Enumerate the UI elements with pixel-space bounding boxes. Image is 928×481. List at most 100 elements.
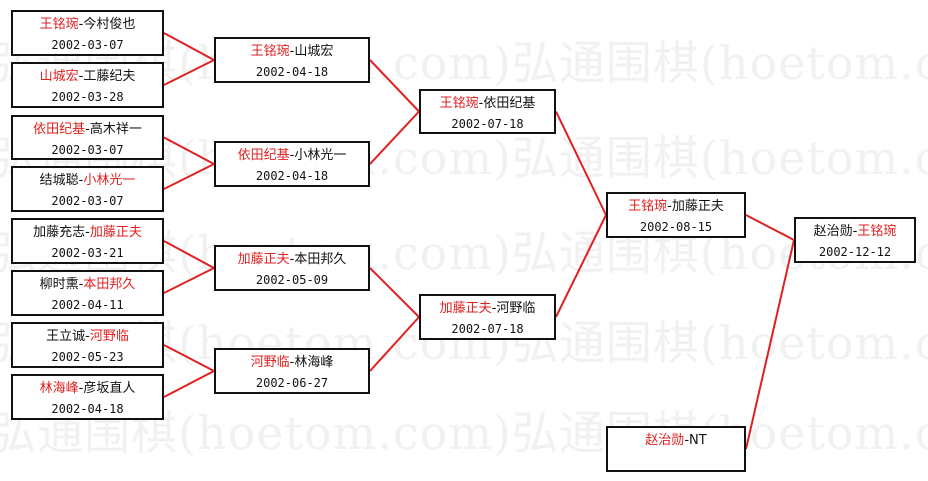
- player-2: 加藤正夫: [671, 199, 724, 214]
- player-2: 小林光一: [83, 173, 136, 188]
- match-players: 加藤充志-加藤正夫: [33, 225, 142, 240]
- player-1: 王立诚: [46, 329, 86, 344]
- player-2: NT: [689, 433, 707, 448]
- player-2: 工藤纪夫: [83, 69, 136, 84]
- player-1: 王铭琬: [439, 96, 479, 111]
- player-2: 山城宏: [294, 44, 334, 59]
- match-date: 2002-04-18: [255, 169, 329, 183]
- match-date: 2002-03-07: [51, 38, 124, 52]
- player-1: 王铭琬: [250, 44, 290, 59]
- player-2: 本田邦久: [83, 277, 136, 292]
- match-date: 2002-07-18: [451, 117, 524, 131]
- player-2: 彦坂直人: [83, 381, 136, 396]
- bracket-connector: [369, 59, 420, 113]
- player-2: 加藤正夫: [89, 225, 142, 240]
- bracket-connector: [163, 32, 215, 61]
- match-box-r1m7: 王立诚-河野临 2002-05-23: [11, 322, 164, 368]
- bracket-connector: [745, 214, 795, 241]
- match-date: 2002-03-28: [51, 90, 124, 104]
- player-1: 王铭琬: [628, 199, 668, 214]
- match-date: 2002-03-07: [51, 194, 124, 208]
- match-players: 加藤正夫-本田邦久: [237, 252, 347, 267]
- match-players: 河野临-林海峰: [250, 355, 334, 370]
- bracket-connector: [163, 59, 215, 86]
- match-box-r1m1: 王铭琬-今村俊也 2002-03-07: [11, 10, 164, 56]
- match-players: 王铭琬-山城宏: [250, 44, 334, 59]
- player-1: 加藤正夫: [439, 301, 492, 316]
- bracket-connector: [555, 111, 607, 216]
- player-1: 柳时熏: [39, 277, 79, 292]
- match-players: 王立诚-河野临: [46, 329, 129, 344]
- player-1: 依田纪基: [237, 148, 290, 163]
- match-box-r1m5: 加藤充志-加藤正夫 2002-03-21: [11, 218, 164, 264]
- bracket-connector: [745, 239, 795, 450]
- player-1: 结城聪: [39, 173, 79, 188]
- match-players: 王铭琬-今村俊也: [39, 17, 136, 32]
- match-players: 赵治勋-NT: [645, 433, 707, 448]
- match-date: 2002-04-18: [51, 402, 124, 416]
- match-date: 2002-06-27: [255, 376, 329, 390]
- bracket-connector: [555, 214, 607, 318]
- match-box-r2m3: 加藤正夫-本田邦久 2002-05-09: [214, 245, 370, 291]
- player-1: 河野临: [250, 355, 290, 370]
- match-date: 2002-04-11: [51, 298, 124, 312]
- match-date: 2002-07-18: [451, 322, 524, 336]
- match-players: 结城聪-小林光一: [39, 173, 136, 188]
- match-players: 赵治勋-王铭琬: [813, 224, 897, 239]
- match-box-r1m2: 山城宏-工藤纪夫 2002-03-28: [11, 62, 164, 108]
- match-box-r2m1: 王铭琬-山城宏 2002-04-18: [214, 37, 370, 83]
- match-players: 林海峰-彦坂直人: [39, 381, 136, 396]
- match-box-r2m2: 依田纪基-小林光一 2002-04-18: [214, 141, 370, 187]
- player-2: 依田纪基: [483, 96, 536, 111]
- bracket-connector: [163, 370, 215, 398]
- player-2: 今村俊也: [83, 17, 136, 32]
- match-box-r3m2: 加藤正夫-河野临 2002-07-18: [419, 294, 556, 340]
- match-players: 王铭琬-依田纪基: [439, 96, 536, 111]
- match-players: 加藤正夫-河野临: [439, 301, 536, 316]
- player-2: 小林光一: [294, 148, 347, 163]
- player-1: 王铭琬: [39, 17, 79, 32]
- player-2: 河野临: [89, 329, 129, 344]
- match-date: 2002-03-21: [51, 246, 124, 260]
- bracket-connector: [369, 316, 420, 372]
- match-box-final: 赵治勋-王铭琬 2002-12-12: [794, 217, 916, 263]
- bracket-connector: [163, 344, 215, 372]
- bracket-connector: [163, 240, 215, 269]
- player-1: 加藤充志: [33, 225, 86, 240]
- player-1: 赵治勋: [645, 433, 685, 448]
- match-date: 2002-03-07: [51, 143, 124, 157]
- bracket-connector: [369, 110, 420, 165]
- match-box-r4m2: 赵治勋-NT: [606, 426, 746, 472]
- bracket-connector: [369, 267, 420, 318]
- player-1: 依田纪基: [33, 122, 86, 137]
- player-2: 本田邦久: [294, 252, 347, 267]
- player-2: 高木祥一: [89, 122, 142, 137]
- match-players: 王铭琬-加藤正夫: [628, 199, 724, 214]
- bracket-connector: [163, 163, 215, 190]
- player-1: 赵治勋: [813, 224, 853, 239]
- match-box-r1m3: 依田纪基-高木祥一 2002-03-07: [11, 115, 164, 160]
- match-box-r2m4: 河野临-林海峰 2002-06-27: [214, 348, 370, 394]
- player-1: 加藤正夫: [237, 252, 290, 267]
- match-box-r1m4: 结城聪-小林光一 2002-03-07: [11, 166, 164, 212]
- player-2: 林海峰: [294, 355, 334, 370]
- match-players: 依田纪基-小林光一: [237, 148, 347, 163]
- player-1: 山城宏: [39, 69, 79, 84]
- match-date: 2002-04-18: [255, 65, 329, 79]
- player-1: 林海峰: [39, 381, 79, 396]
- match-box-r1m8: 林海峰-彦坂直人 2002-04-18: [11, 374, 164, 420]
- match-players: 山城宏-工藤纪夫: [39, 69, 136, 84]
- bracket-connector: [163, 136, 215, 165]
- player-2: 王铭琬: [857, 224, 897, 239]
- bracket-connector: [163, 267, 215, 294]
- match-date: 2002-08-15: [639, 220, 713, 234]
- match-box-r4m1: 王铭琬-加藤正夫 2002-08-15: [606, 192, 746, 238]
- match-date: 2002-05-23: [51, 350, 124, 364]
- match-players: 依田纪基-高木祥一: [33, 122, 142, 137]
- match-date: 2002-05-09: [255, 273, 329, 287]
- match-date: 2002-12-12: [818, 245, 892, 259]
- match-box-r3m1: 王铭琬-依田纪基 2002-07-18: [419, 89, 556, 134]
- player-2: 河野临: [496, 301, 536, 316]
